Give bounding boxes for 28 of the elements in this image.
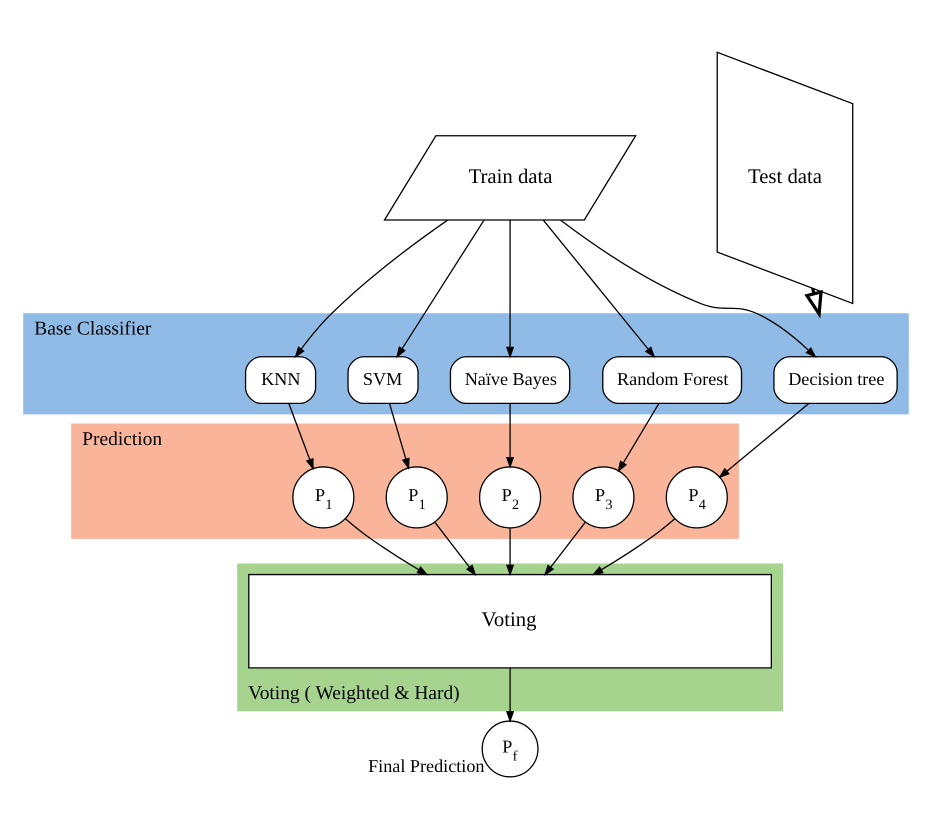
arrow — [542, 219, 656, 358]
node-circle: P$_{1}$ — [292, 466, 354, 528]
arrow — [396, 219, 485, 358]
arrow — [388, 402, 410, 470]
arrow — [294, 219, 448, 358]
arrow — [544, 521, 586, 576]
arrow — [506, 220, 514, 358]
node-circle: P$_{2}$ — [478, 466, 542, 528]
arrow — [288, 402, 314, 470]
arrow — [506, 528, 514, 576]
arrow — [345, 518, 428, 576]
node-box: SVM — [347, 356, 419, 404]
node-box: Naïve Bayes — [450, 356, 570, 404]
node-box: Decision tree — [773, 356, 898, 404]
arrow — [592, 518, 676, 576]
arrow — [434, 521, 476, 576]
node-box: Test data — [716, 50, 854, 304]
node-circle: P$_{3}$ — [572, 466, 635, 528]
arrow — [506, 668, 514, 722]
node-circle: P$_{1}$ — [386, 466, 448, 528]
arrow — [618, 402, 660, 472]
node-circle: P$_{4}$ — [666, 466, 728, 528]
node-box: Voting — [248, 573, 772, 668]
node-label: Final Prediction — [368, 755, 484, 776]
node-box: Random Forest — [602, 356, 742, 404]
arrow — [506, 402, 514, 468]
node-box: KNN — [244, 356, 316, 404]
arrow — [718, 402, 810, 478]
